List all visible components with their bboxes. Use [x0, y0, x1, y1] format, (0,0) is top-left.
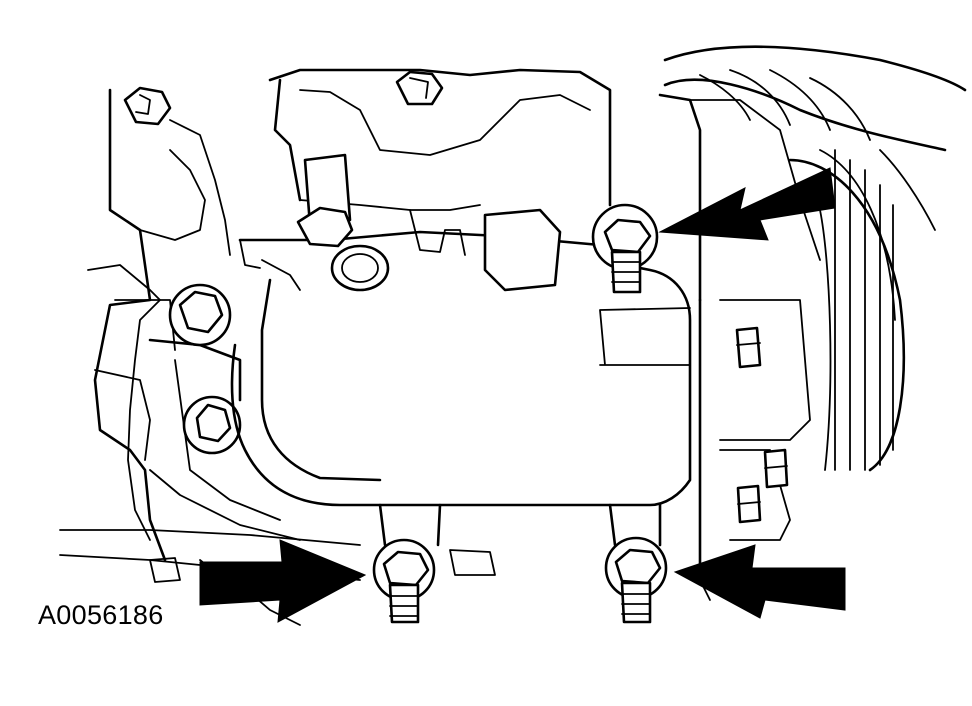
pulley-side-bolt-1-icon: [735, 326, 762, 369]
figure-code: A0056186: [38, 600, 164, 630]
lower-mounting-ears: [149, 503, 662, 583]
pulley-side-bolt-2-icon: [763, 448, 789, 489]
upper-right-mounting-bolt-icon: [591, 203, 659, 294]
callout-arrow-lower-right-icon: [673, 544, 846, 619]
callout-arrow-upper-right-icon: [658, 167, 836, 241]
compressor-pulley: [658, 45, 967, 601]
manifold-port: [330, 208, 562, 292]
pulley-side-bolt-3-icon: [736, 484, 762, 524]
lower-left-mounting-bolt-icon: [372, 538, 436, 624]
upper-manifold: [238, 68, 612, 269]
left-middle-bolt-icon: [168, 283, 232, 347]
callout-arrow-lower-left-icon: [199, 539, 367, 623]
lower-right-mounting-bolt-icon: [604, 536, 668, 624]
top-left-bolt-icon: [123, 86, 172, 126]
compressor-body: [230, 259, 692, 507]
top-fitting-bolt-icon: [296, 153, 354, 248]
left-lower-bolt-icon: [182, 395, 242, 455]
